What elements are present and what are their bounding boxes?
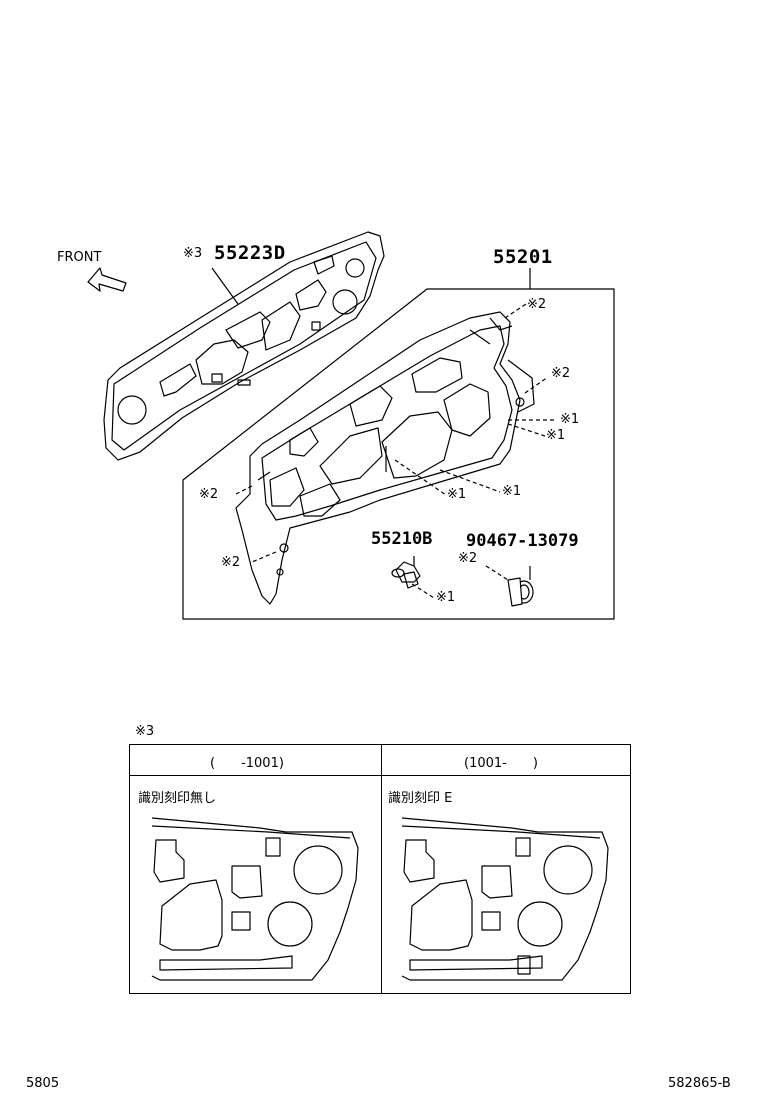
callout-mark: ※2 [551,366,571,381]
panel-frame-box [182,288,615,620]
insulator-mark: ※3 [183,246,203,261]
callout-mark: ※2 [199,487,219,502]
footer-page-code: 5805 [26,1076,60,1091]
callout-mark: ※2 [458,551,478,566]
clip-part-number: 55210B [371,529,433,549]
col1-caption: 識別刻印無し [138,791,217,806]
panel-part-number: 55201 [493,246,553,268]
insulator-part-number: 55223D [214,242,286,264]
front-label: FRONT [57,250,102,265]
bolt-drawing [507,566,534,607]
clip-drawing [391,556,421,589]
leader-lines [235,303,556,599]
callout-mark: ※2 [221,555,241,570]
dash-insulator-drawing [103,231,385,461]
front-arrow-icon [87,267,127,292]
col2-caption: 識別刻印 E [388,791,453,806]
dash-panel-drawing [235,311,535,605]
detail-drawing-right [401,817,609,981]
callout-mark: ※1 [560,412,580,427]
callout-mark: ※1 [502,484,522,499]
col2-header: (1001- ) [464,756,538,771]
note-mark: ※3 [135,724,155,739]
callout-mark: ※1 [436,590,456,605]
variant-table: ( -1001) (1001- ) 識別刻印無し 識別刻印 E [129,744,631,994]
col1-header: ( -1001) [210,756,284,771]
detail-drawing-left [151,817,359,981]
callout-mark: ※1 [546,428,566,443]
callout-mark: ※2 [527,297,547,312]
callout-mark: ※1 [447,487,467,502]
footer-illustration-id: 582865-B [668,1076,731,1091]
bolt-part-number: 90467-13079 [466,531,579,551]
